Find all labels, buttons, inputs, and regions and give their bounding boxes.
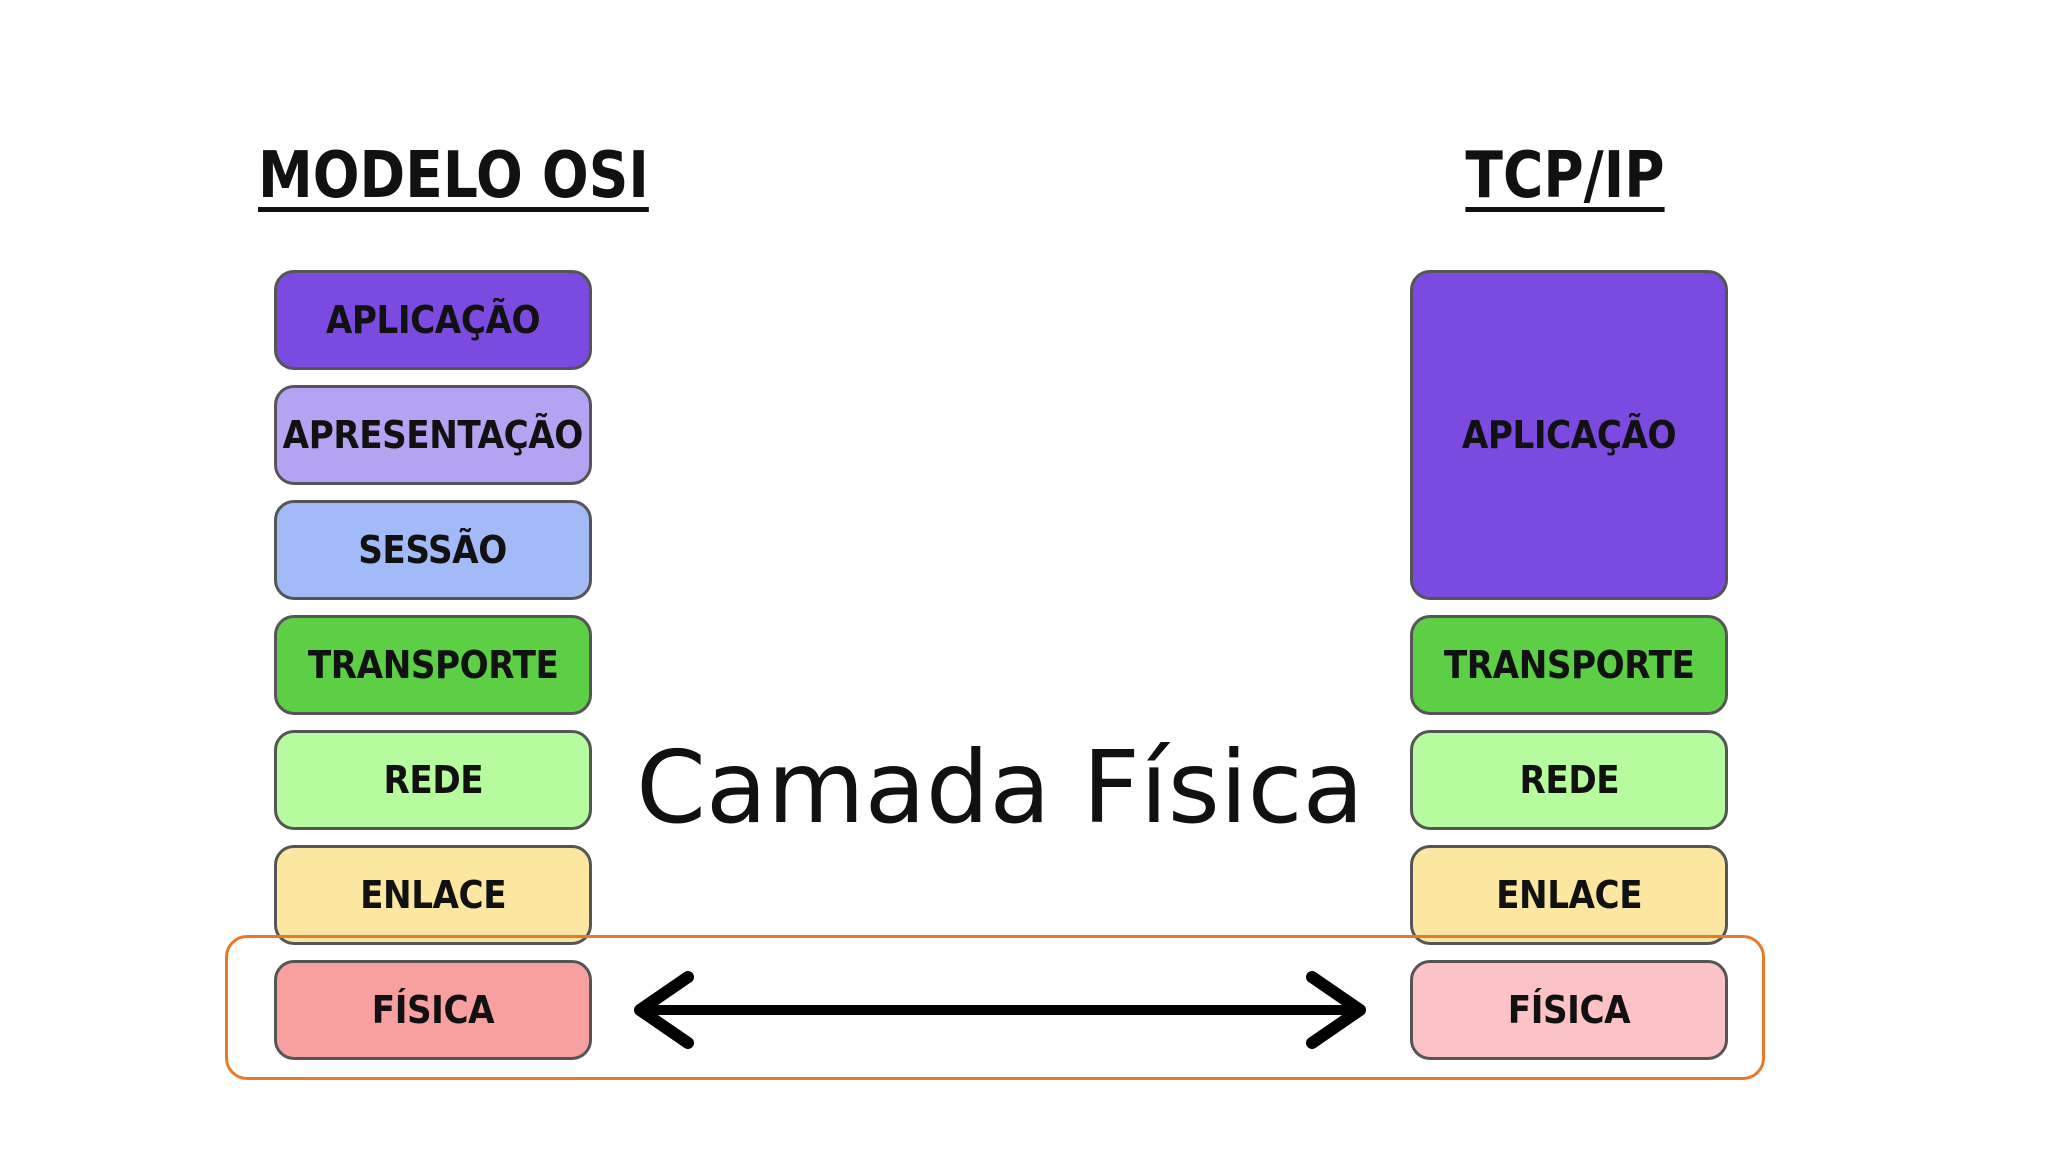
tcpip-layer-label: ENLACE bbox=[1495, 873, 1642, 917]
tcpip-layer-label: REDE bbox=[1519, 758, 1619, 802]
tcpip-layer-rede: REDE bbox=[1410, 730, 1728, 830]
physical-layer-caption: Camada Física bbox=[636, 729, 1364, 846]
osi-layer-aplicacao: APLICAÇÃO bbox=[274, 270, 592, 370]
osi-layer-rede: REDE bbox=[274, 730, 592, 830]
osi-layer-label: FÍSICA bbox=[371, 988, 495, 1032]
tcpip-layer-label: TRANSPORTE bbox=[1443, 643, 1695, 687]
osi-layer-fisica: FÍSICA bbox=[274, 960, 592, 1060]
tcpip-layer-transporte: TRANSPORTE bbox=[1410, 615, 1728, 715]
osi-layer-label: TRANSPORTE bbox=[307, 643, 559, 687]
osi-layer-sessao: SESSÃO bbox=[274, 500, 592, 600]
arrow-head-right bbox=[1306, 971, 1366, 1049]
tcpip-layer-label: APLICAÇÃO bbox=[1461, 413, 1677, 457]
tcpip-layer-fisica: FÍSICA bbox=[1410, 960, 1728, 1060]
osi-layer-label: APRESENTAÇÃO bbox=[282, 413, 584, 457]
double-arrow-icon bbox=[634, 971, 1366, 1049]
osi-layer-label: SESSÃO bbox=[358, 528, 508, 572]
osi-model-title: MODELO OSI bbox=[258, 139, 649, 213]
physical-layer-highlight bbox=[225, 935, 1765, 1080]
tcpip-layer-label: FÍSICA bbox=[1507, 988, 1631, 1032]
tcpip-layer-enlace: ENLACE bbox=[1410, 845, 1728, 945]
osi-layer-enlace: ENLACE bbox=[274, 845, 592, 945]
osi-layer-label: ENLACE bbox=[359, 873, 506, 917]
tcpip-layer-aplicacao: APLICAÇÃO bbox=[1410, 270, 1728, 600]
osi-layer-label: REDE bbox=[383, 758, 483, 802]
arrow-head-left bbox=[634, 971, 694, 1049]
osi-layer-apresentacao: APRESENTAÇÃO bbox=[274, 385, 592, 485]
osi-layer-transporte: TRANSPORTE bbox=[274, 615, 592, 715]
osi-layer-label: APLICAÇÃO bbox=[325, 298, 541, 342]
tcpip-model-title: TCP/IP bbox=[1465, 139, 1665, 213]
